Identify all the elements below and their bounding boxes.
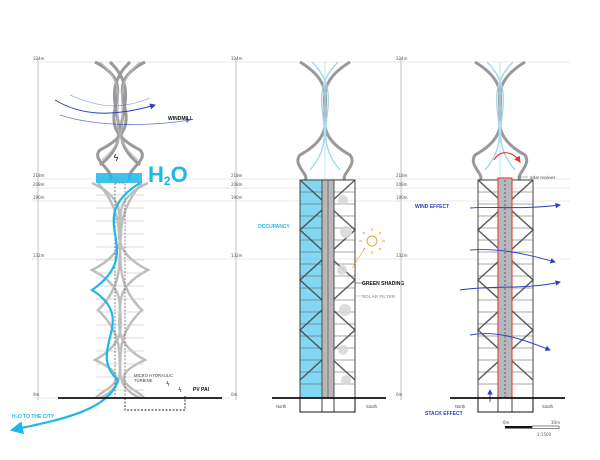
level-label-0: 0m bbox=[33, 392, 40, 397]
level-label-132: 132m bbox=[231, 253, 243, 258]
level-label-324: 324m bbox=[231, 56, 243, 61]
scale-ratio: 1:1500 bbox=[537, 432, 552, 437]
tower-panel-section: OCCUPANCY GREEN SHADING SOLAR FILTER Nor… bbox=[258, 60, 404, 413]
sun-icon bbox=[359, 228, 385, 254]
label-wind-effect: WIND EFFECT bbox=[415, 204, 449, 210]
label-north: North bbox=[455, 404, 466, 409]
scale-label-0: 0m bbox=[503, 420, 510, 425]
tower-spiral-crown bbox=[94, 60, 146, 181]
label-north: North bbox=[276, 404, 287, 409]
label-micro-hydraulic: MICRO HYDRAULIC bbox=[134, 373, 173, 378]
tower-body bbox=[89, 181, 151, 400]
scale-bar: 0m 30m 1:1500 bbox=[503, 420, 560, 437]
hot-air-exhaust-arrow bbox=[493, 152, 521, 163]
level-label-208: 208m bbox=[33, 182, 45, 187]
level-label-324: 324m bbox=[33, 56, 45, 61]
label-solar-filter: SOLAR FILTER bbox=[362, 294, 396, 299]
lightning-icon: ϟ bbox=[166, 381, 170, 388]
label-windmill: WINDMILL bbox=[168, 116, 193, 122]
water-to-city-arrow bbox=[9, 379, 120, 435]
level-label-324: 324m bbox=[396, 56, 408, 61]
level-label-208: 208m bbox=[396, 182, 408, 187]
level-label-132: 132m bbox=[33, 253, 45, 258]
lightning-icon: ϟ bbox=[178, 387, 182, 394]
scale-label-30: 30m bbox=[551, 420, 560, 425]
lightning-icon: ϟ bbox=[113, 154, 119, 164]
level-label-218: 218m bbox=[231, 173, 243, 178]
label-solar-receiver: solar receiver bbox=[530, 175, 556, 180]
level-label-0: 0m bbox=[231, 392, 238, 397]
level-label-190: 190m bbox=[33, 195, 45, 200]
label-south: South bbox=[366, 404, 378, 409]
tower-panel-ventilation: solar receiver WIND EFFECT STACK EFFECT … bbox=[415, 60, 565, 437]
label-south: South bbox=[542, 404, 554, 409]
level-label-218: 218m bbox=[396, 173, 408, 178]
central-core bbox=[114, 182, 126, 399]
water-spiral-flow bbox=[89, 182, 141, 381]
level-label-208: 208m bbox=[231, 182, 243, 187]
label-h2o-to-city: H₂O TO THE CITY bbox=[12, 414, 55, 420]
label-occupancy: OCCUPANCY bbox=[258, 224, 291, 230]
label-stack-effect: STACK EFFECT bbox=[425, 411, 463, 417]
level-scale-right: 324m 218m 208m 190m 132m 0m bbox=[396, 56, 570, 400]
water-reservoir bbox=[96, 173, 142, 183]
level-label-190: 190m bbox=[231, 195, 243, 200]
level-label-218: 218m bbox=[33, 173, 45, 178]
level-scale-left: 324m 218m 208m 190m 132m 0m bbox=[32, 56, 230, 400]
level-label-190: 190m bbox=[396, 195, 408, 200]
label-micro-hydraulic-turbine: TURBINE bbox=[134, 378, 153, 383]
tower-panel-water: ϟ ϟ ϟ WINDMILL H2O MICRO HYDRAULIC TURBI… bbox=[9, 60, 222, 435]
label-h2o: H2O bbox=[148, 162, 188, 188]
label-pv-panel: PV PAI bbox=[193, 387, 210, 393]
label-green-shading: GREEN SHADING bbox=[362, 281, 404, 287]
level-label-132: 132m bbox=[396, 253, 408, 258]
level-label-0: 0m bbox=[396, 392, 403, 397]
